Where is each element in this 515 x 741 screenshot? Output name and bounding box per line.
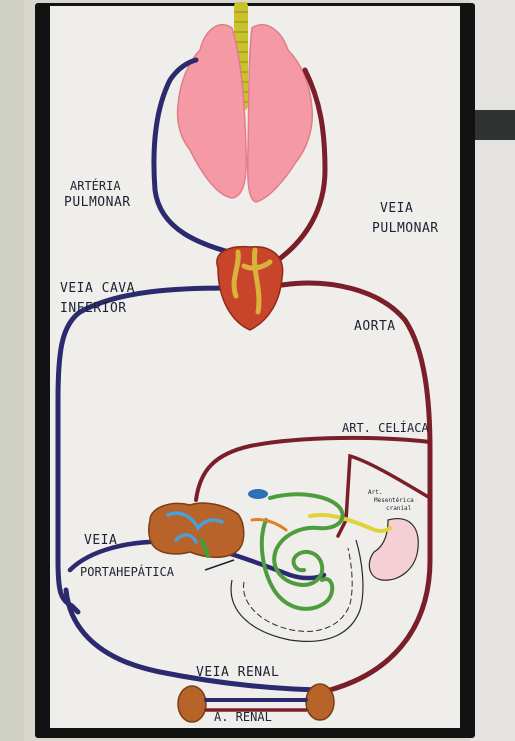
large-intestine-outline-inner: [244, 548, 353, 631]
liver: [149, 503, 244, 557]
label-veia-porta: VEIA: [84, 533, 117, 548]
label-inferior: INFERIOR: [60, 301, 127, 316]
label-a-renal: A. RENAL: [214, 710, 272, 724]
right-kidney: [306, 684, 334, 720]
mesenteric-artery-tube: [338, 456, 430, 536]
right-lung: [248, 25, 313, 202]
label-veia-cava: VEIA CAVA: [60, 281, 135, 296]
spleen: [248, 489, 268, 499]
label-arteria: ARTÉRIA: [70, 178, 121, 193]
label-pulmonar-left: PULMONAR: [64, 195, 131, 210]
orange-duct: [252, 519, 286, 530]
label-art-mesenterica-2: Mesentérica: [374, 497, 414, 504]
left-kidney: [178, 686, 206, 722]
label-art-mesenterica-3: cranial: [386, 505, 412, 512]
label-portahepatica: PORTAHEPÁTICA: [80, 564, 175, 579]
label-aorta: AORTA: [354, 319, 396, 334]
label-pointer-arrow: [205, 560, 234, 570]
vena-cava-inferior-tube: [58, 288, 228, 612]
label-art-mesenterica-1: Art.: [368, 489, 382, 496]
left-lung: [178, 25, 247, 198]
label-veia-renal: VEIA RENAL: [196, 665, 279, 680]
label-veia-right: VEIA: [380, 201, 413, 216]
stomach: [369, 519, 418, 581]
celiac-artery-tube: [196, 438, 430, 500]
heart: [217, 247, 283, 330]
label-pulmonar-right: PULMONAR: [372, 221, 439, 236]
label-art-celiaca: ART. CELÍACA: [342, 420, 429, 435]
